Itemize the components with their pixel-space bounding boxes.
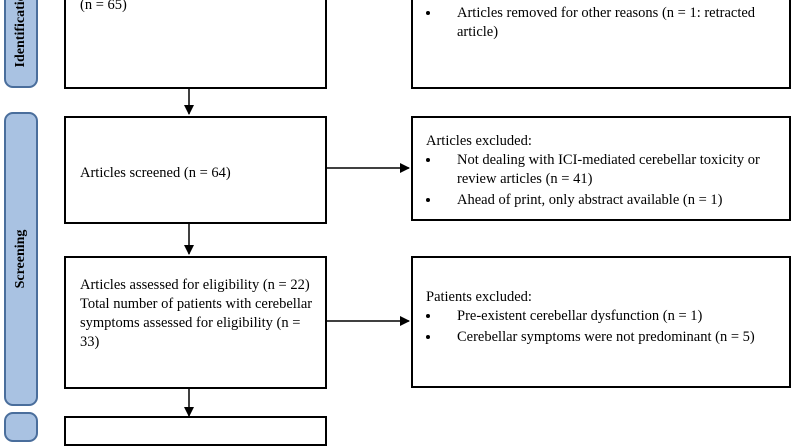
eligibility-patients-text: Total number of patients with cerebellar…: [80, 296, 313, 350]
identified-text: (n = 65): [80, 0, 127, 13]
removed-item: Articles removed for other reasons (n = …: [441, 4, 779, 42]
stage-tab-screening: Screening: [4, 112, 38, 406]
excluded-article-item: Ahead of print, only abstract available …: [441, 191, 777, 210]
excluded-patients-title: Patients excluded:: [426, 289, 532, 305]
excluded-article-item: Not dealing with ICI-mediated cerebellar…: [441, 151, 777, 189]
excluded-patients-list: Pre-existent cerebellar dysfunction (n =…: [413, 307, 777, 347]
excluded-articles-list: Not dealing with ICI-mediated cerebellar…: [413, 151, 777, 210]
excluded-patient-item: Pre-existent cerebellar dysfunction (n =…: [441, 307, 777, 326]
identified-box: (n = 65): [64, 0, 327, 89]
screened-box: Articles screened (n = 64): [64, 116, 327, 224]
flow-connectors: [184, 89, 410, 417]
excluded-articles-box: Articles excluded: Not dealing with ICI-…: [411, 116, 791, 221]
excluded-articles-title: Articles excluded:: [426, 133, 532, 149]
eligibility-articles-text: Articles assessed for eligibility (n = 2…: [80, 277, 310, 293]
excluded-patients-box: Patients excluded: Pre-existent cerebell…: [411, 256, 791, 388]
eligibility-box: Articles assessed for eligibility (n = 2…: [64, 256, 327, 389]
removed-list: Articles removed for other reasons (n = …: [413, 4, 779, 42]
excluded-patient-item: Cerebellar symptoms were not predominant…: [441, 328, 777, 347]
screened-text: Articles screened (n = 64): [80, 165, 231, 181]
next-box: [64, 416, 327, 446]
stage-tab-identification: Identification: [4, 0, 38, 88]
removed-box: Articles removed for other reasons (n = …: [411, 0, 791, 89]
